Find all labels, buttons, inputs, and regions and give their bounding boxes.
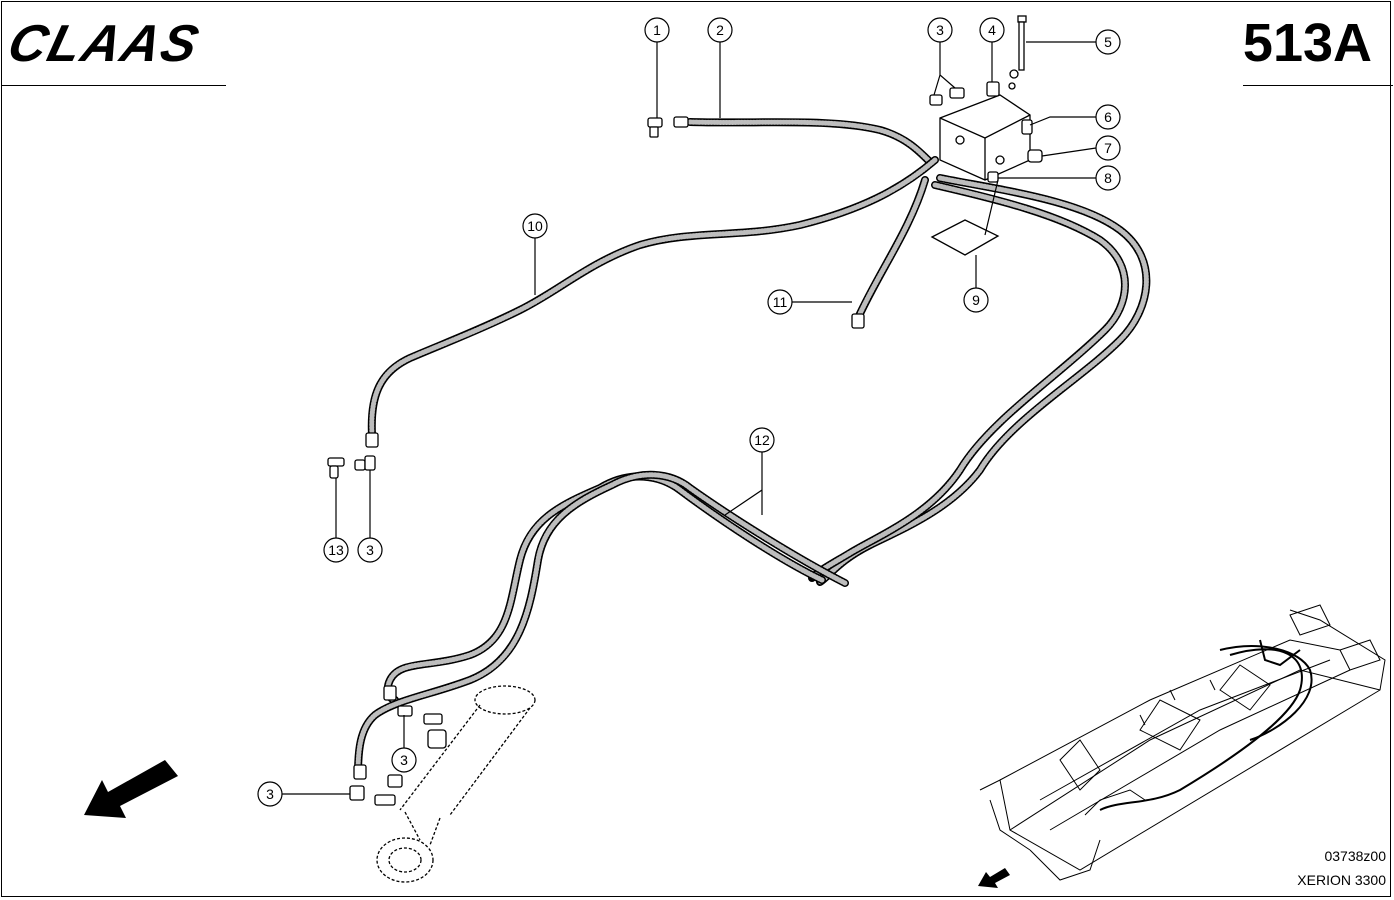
callout-3d: 3: [257, 781, 283, 807]
callout-10: 10: [522, 213, 548, 239]
callout-2: 2: [707, 17, 733, 43]
cylinder-fitting-mid: [387, 774, 403, 788]
hose-11: [854, 176, 929, 322]
callout-12-label: 12: [754, 432, 770, 448]
callout-9: 9: [963, 287, 989, 313]
callout-11-label: 11: [773, 294, 788, 310]
plug-7: [1027, 149, 1043, 163]
hose-11-end-fitting: [851, 313, 865, 329]
chassis-locator-overview: [979, 604, 1386, 881]
leader-3a: [933, 42, 956, 96]
hose-12-lower-b: [354, 470, 849, 779]
sheet-number-rule: [1243, 85, 1393, 86]
callout-11: 11: [767, 289, 793, 315]
elbow-fitting-1: [647, 116, 689, 138]
cylinder-elbow-upper: [397, 705, 413, 717]
sheet-number: 513A: [1242, 13, 1372, 73]
callout-3a: 3: [927, 17, 953, 43]
callout-3b-label: 3: [366, 542, 374, 558]
locator-direction-arrow-icon: [978, 868, 1010, 888]
callout-2-label: 2: [716, 22, 724, 38]
hose-12-end-fitting-b: [383, 685, 397, 701]
hydraulic-cylinder: [376, 685, 536, 883]
callout-4-label: 4: [988, 22, 996, 38]
callout-1: 1: [644, 17, 670, 43]
hose-10: [367, 156, 939, 439]
callout-8-label: 8: [1104, 170, 1112, 186]
valve-block-6: [939, 94, 1033, 181]
leader-6: [1029, 116, 1096, 126]
hose-12-end-fitting: [353, 764, 367, 780]
callout-3b: 3: [357, 537, 383, 563]
callout-12: 12: [749, 427, 775, 453]
valve-elbow-fitting-a: [929, 94, 943, 106]
callout-group: 1 2 3 4 5 6 7: [257, 17, 1121, 807]
hose-10-end-fitting: [365, 432, 379, 448]
hose-2: [686, 118, 934, 166]
callout-3c: 3: [391, 747, 417, 773]
leader-7: [1041, 147, 1097, 157]
callout-13-label: 13: [328, 542, 344, 558]
leader-lines: [282, 41, 1097, 795]
logo-rule: [1, 85, 226, 86]
bolt-5: [1008, 15, 1027, 90]
cylinder-port-upper: [427, 729, 447, 749]
elbow-fitting-3-left: [354, 455, 376, 471]
cylinder-fitting-upper: [423, 713, 443, 725]
drawing-code: 03738z00: [1324, 848, 1386, 864]
callout-9-label: 9: [972, 292, 980, 308]
hose-12-lower-a: [383, 472, 826, 704]
plate-9: [930, 219, 1000, 256]
plug-4: [986, 81, 1000, 97]
fittings: [327, 15, 1043, 883]
callout-4: 4: [979, 17, 1005, 43]
callout-7-label: 7: [1104, 140, 1112, 156]
callout-8: 8: [1095, 165, 1121, 191]
cylinder-fitting-lower: [374, 794, 396, 806]
callout-10-label: 10: [527, 218, 543, 234]
direction-arrow-icon: [84, 760, 178, 818]
leader-12: [724, 452, 763, 516]
hose-12-inner: [808, 181, 1129, 582]
callout-6-label: 6: [1104, 109, 1112, 125]
callout-7: 7: [1095, 135, 1121, 161]
leader-9: [975, 179, 999, 288]
callout-1-label: 1: [653, 22, 661, 38]
callout-5: 5: [1095, 29, 1121, 55]
tee-fitting-13: [327, 457, 345, 479]
model-name: XERION 3300: [1297, 872, 1386, 888]
callout-3d-label: 3: [266, 786, 274, 802]
cylinder-elbow-lower: [349, 785, 365, 801]
callout-3c-label: 3: [400, 752, 408, 768]
callout-5-label: 5: [1104, 34, 1112, 50]
callout-3a-label: 3: [936, 22, 944, 38]
callout-6: 6: [1095, 104, 1121, 130]
fitting-8: [987, 171, 999, 183]
valve-elbow-fitting-b: [949, 87, 965, 99]
callout-13: 13: [323, 537, 349, 563]
